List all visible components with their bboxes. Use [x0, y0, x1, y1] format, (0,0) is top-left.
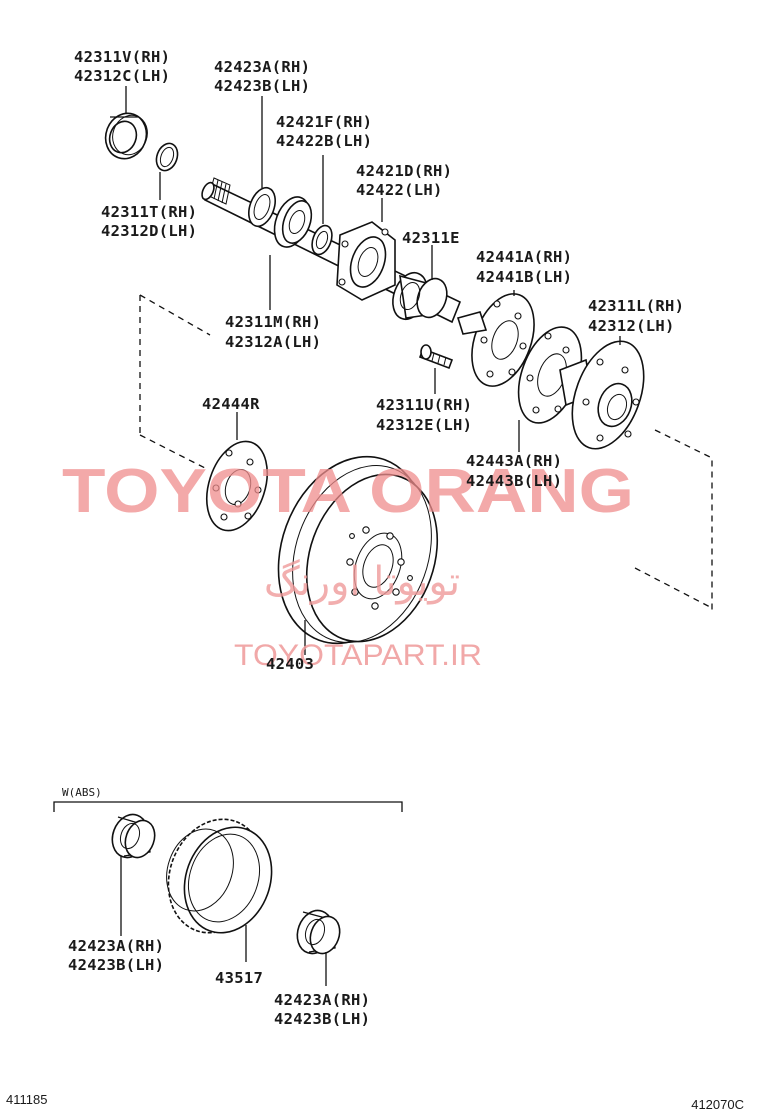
label-42422: 42422(LH) [356, 181, 443, 199]
label-42403: 42403 [266, 655, 314, 673]
label-42441b: 42441B(LH) [476, 268, 572, 286]
label-42444r: 42444R [202, 395, 260, 413]
label-42311u: 42311U(RH) [376, 396, 472, 414]
label-42423b-top: 42423B(LH) [214, 77, 310, 95]
label-abs-42423b-right: 42423B(LH) [274, 1010, 370, 1028]
snap-ring-42311t[interactable] [153, 140, 181, 173]
plate-42444r[interactable] [196, 434, 278, 539]
assembly-dashed-outline [139, 294, 713, 612]
hub-bolt-42311u[interactable] [418, 344, 454, 370]
watermark-persian: تویوتا اورنگ [264, 559, 460, 605]
label-42312a: 42312A(LH) [225, 333, 321, 351]
watermark-url: TOYOTAPART.IR [234, 639, 482, 672]
footer-left-code: 411185 [6, 1092, 47, 1107]
label-42311v: 42311V(RH) [74, 48, 170, 66]
label-abs-42423a-left: 42423A(RH) [68, 937, 164, 955]
abs-bracket [53, 801, 403, 812]
bearing-housing-42421d[interactable] [336, 221, 396, 301]
label-abs-43517: 43517 [215, 969, 263, 987]
axle-stub [456, 311, 488, 335]
label-42421d: 42421D(RH) [356, 162, 452, 180]
watermark-brand: TOYOTA ORANG [62, 457, 634, 526]
axle-hub-42311l[interactable] [559, 331, 657, 458]
label-abs-42423a-right: 42423A(RH) [274, 991, 370, 1009]
label-42441a: 42441A(RH) [476, 248, 572, 266]
watermark: TOYOTA ORANG تویوتا اورنگ TOYOTAPART.IR [62, 457, 634, 672]
label-42443a: 42443A(RH) [466, 452, 562, 470]
label-abs-42423b-left: 42423B(LH) [68, 956, 164, 974]
label-42421f: 42421F(RH) [276, 113, 372, 131]
abs-bearing-left[interactable] [107, 810, 160, 863]
spacer-42421f[interactable] [308, 223, 335, 257]
label-42312d: 42312D(LH) [101, 222, 197, 240]
collar-42311e[interactable] [387, 268, 452, 324]
label-42422b: 42422B(LH) [276, 132, 372, 150]
label-42311e: 42311E [402, 229, 460, 247]
label-42311l: 42311L(RH) [588, 297, 684, 315]
bearing-42423a-shaft[interactable] [244, 184, 280, 230]
abs-bearing-right[interactable] [292, 906, 345, 959]
label-42311m: 42311M(RH) [225, 313, 321, 331]
brake-drum-42403[interactable] [253, 436, 459, 664]
abs-section: W(ABS) 42423A(RH) 42423B(LH) 43517 [53, 786, 403, 1028]
label-42312c: 42312C(LH) [74, 67, 170, 85]
retainer-42311m[interactable] [268, 192, 317, 252]
abs-sensor-rotor-43517[interactable] [153, 806, 286, 946]
label-42312e: 42312E(LH) [376, 416, 472, 434]
abs-section-title: W(ABS) [62, 786, 102, 799]
label-42312: 42312(LH) [588, 317, 675, 335]
oil-seal-42311v[interactable] [99, 108, 152, 165]
footer-right-code: 412070C [691, 1097, 744, 1112]
part-labels: 42311V(RH) 42312C(LH) 42423A(RH) 42423B(… [74, 48, 684, 673]
label-42311t: 42311T(RH) [101, 203, 197, 221]
label-42423a-top: 42423A(RH) [214, 58, 310, 76]
label-42443b: 42443B(LH) [466, 472, 562, 490]
